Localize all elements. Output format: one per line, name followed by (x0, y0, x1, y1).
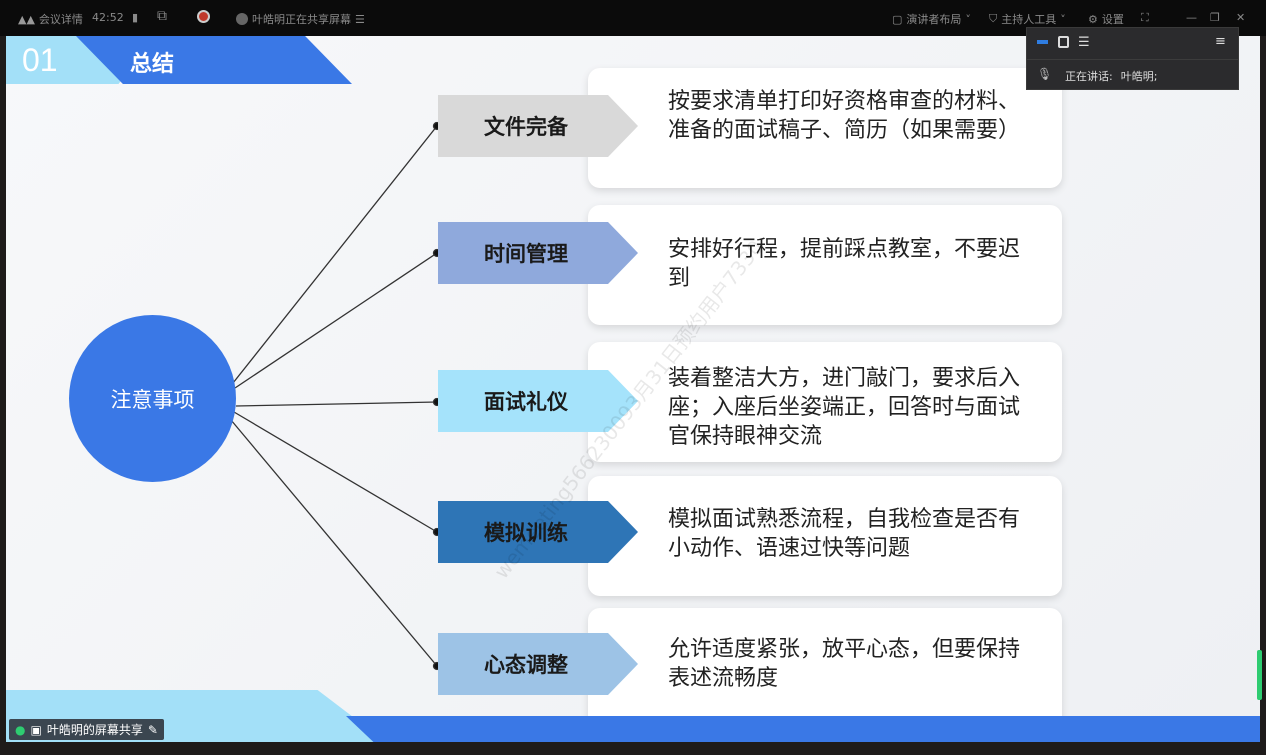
meeting-toolbar: ▲▲会议详情 42:52 ▮ ⧉ 叶皓明正在共享屏幕 ☰ ▢演讲者布局˅ ⛉主持人… (0, 0, 1266, 36)
volume-indicator (1257, 650, 1262, 700)
share-icon (236, 13, 248, 25)
collapse-icon[interactable]: ≡ (1215, 34, 1226, 49)
speaking-label: 正在讲话: (1065, 70, 1113, 83)
item-card (588, 608, 1062, 728)
single-view-icon[interactable] (1058, 36, 1069, 48)
item-card (588, 68, 1062, 188)
screen-icon: ▣ (30, 722, 42, 737)
gear-icon: ⚙ (1088, 12, 1098, 26)
item-text: 安排好行程，提前踩点教室，不要迟到 (668, 237, 1021, 291)
minimized-view-icon[interactable] (1037, 40, 1048, 44)
host-tools-button[interactable]: ⛉主持人工具˅ (989, 12, 1066, 26)
speaker-panel: ☰ ≡ 🎙 正在讲话: 叶皓明; (1026, 27, 1239, 90)
fullscreen-icon[interactable]: ⛶ (1141, 11, 1149, 24)
close-icon[interactable]: ✕ (1236, 11, 1246, 24)
host-tools-label: 主持人工具 (1001, 13, 1057, 26)
item-text: 按要求清单打印好资格审查的材料、准备的面试稿子、简历（如果需要） (668, 89, 1021, 143)
slide-number: 01 (22, 42, 58, 78)
item-card (588, 205, 1062, 325)
pencil-icon[interactable]: ✎ (147, 722, 158, 737)
mic-muted-icon: 🎙 (1037, 67, 1053, 81)
record-button[interactable] (197, 10, 210, 23)
popout-icon[interactable]: ⧉ (157, 8, 167, 24)
item-label: 时间管理 (438, 222, 638, 284)
item-text: 装着整洁大方，进门敲门，要求后入座；入座后坐姿端正，回答时与面试官保持眼神交流 (668, 366, 1021, 449)
item-label: 面试礼仪 (438, 370, 638, 432)
shared-screen-slide: 01 总结 注意事项 文件完备 时间管理 面试礼仪 模拟训练 心态调整 按要求清… (6, 36, 1260, 742)
layout-button[interactable]: ▢演讲者布局˅ (892, 12, 971, 27)
signal-icon[interactable]: ▮ (132, 11, 139, 24)
share-badge-label: 叶皓明的屏幕共享 (46, 723, 143, 737)
item-card (588, 342, 1062, 462)
settings-label: 设置 (1101, 13, 1124, 26)
item-label: 模拟训练 (438, 501, 638, 563)
center-node: 注意事项 (69, 315, 236, 482)
screen-share-badge[interactable]: ● ▣ 叶皓明的屏幕共享 ✎ (9, 719, 164, 740)
meeting-details-button[interactable]: ▲▲会议详情 (18, 11, 83, 27)
footer-banner (346, 716, 1260, 742)
layout-label: 演讲者布局 (906, 13, 962, 26)
logo-icon: ▲▲ (18, 12, 35, 26)
header-banner (76, 36, 352, 84)
mic-icon: ● (15, 722, 26, 737)
list-view-icon[interactable]: ☰ (1078, 35, 1090, 50)
item-text: 模拟面试熟悉流程，自我检查是否有小动作、语速过快等问题 (668, 507, 1021, 561)
speaker-status: 正在讲话: 叶皓明; (1065, 68, 1157, 84)
speaker-name: 叶皓明; (1120, 70, 1158, 83)
item-text: 允许适度紧张，放平心态，但要保持表述流畅度 (668, 637, 1021, 691)
settings-button[interactable]: ⚙设置 (1088, 11, 1124, 27)
item-card (588, 476, 1062, 596)
meeting-details-label: 会议详情 (38, 13, 83, 26)
layout-icon: ▢ (892, 12, 903, 26)
menu-icon: ☰ (355, 12, 365, 26)
item-label: 文件完备 (438, 95, 638, 157)
item-label: 心态调整 (438, 633, 638, 695)
minimize-icon[interactable]: — (1186, 11, 1197, 24)
sharing-status[interactable]: 叶皓明正在共享屏幕 ☰ (236, 11, 365, 27)
sharing-status-label: 叶皓明正在共享屏幕 (252, 13, 351, 26)
timer: 42:52 (92, 11, 124, 24)
slide-title: 总结 (130, 52, 175, 77)
restore-icon[interactable]: ❐ (1210, 11, 1220, 24)
shield-icon: ⛉ (989, 12, 998, 25)
